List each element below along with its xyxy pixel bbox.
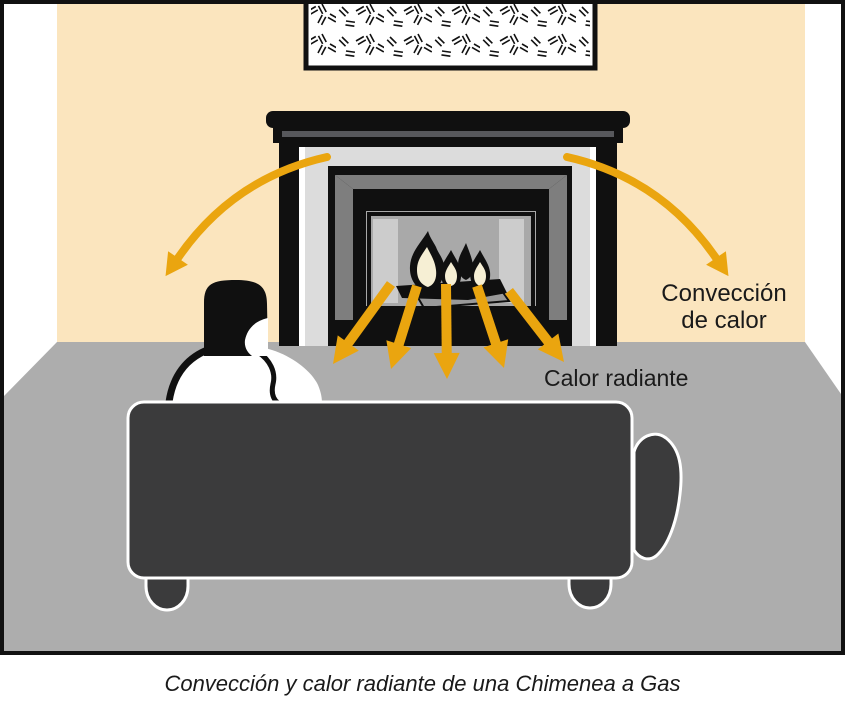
person-face: [244, 318, 268, 356]
label-radiant-heat: Calor radiante: [544, 365, 689, 391]
mantel-cap: [266, 111, 630, 128]
figure-caption: Convección y calor radiante de una Chime…: [164, 671, 681, 696]
couch-foot-right: [567, 574, 613, 610]
person: [165, 280, 322, 406]
label-convection: Convección de calor: [645, 280, 803, 334]
couch-body: [126, 400, 634, 580]
couch-foot-left: [144, 574, 190, 612]
wall-picture: [303, 0, 598, 71]
label-convection-line1: Convección: [661, 280, 787, 307]
fire-flames: [396, 231, 511, 310]
scene-canvas: [0, 0, 845, 655]
convection-arrows: [165, 153, 729, 277]
radiant-heat-arrows: [333, 281, 564, 379]
diagram-border: [0, 0, 845, 655]
label-convection-line2: de calor: [681, 307, 767, 334]
couch: [126, 400, 683, 612]
couch-armrest: [632, 432, 683, 561]
person-torso: [168, 345, 322, 403]
